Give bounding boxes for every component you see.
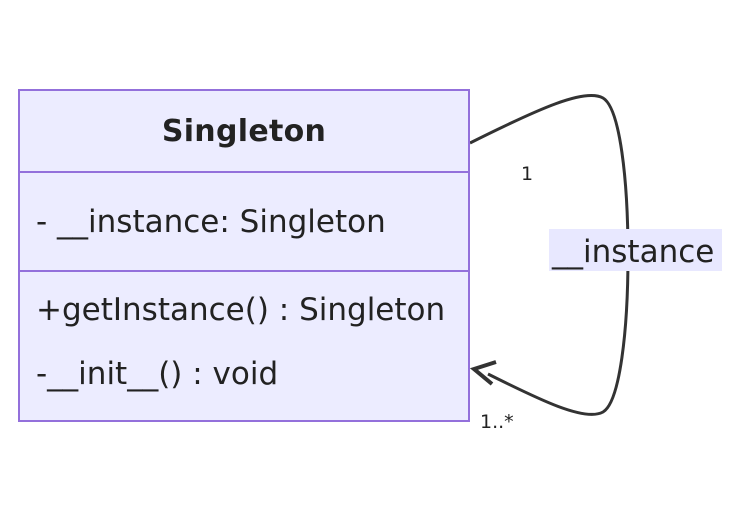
method-item: -__init__() : void [36, 356, 279, 392]
class-box-singleton[interactable]: Singleton - __instance: Singleton +getIn… [18, 89, 470, 422]
class-attributes: - __instance: Singleton [20, 173, 468, 272]
class-name: Singleton [161, 113, 327, 149]
cardinality-target: 1..* [480, 411, 514, 433]
cardinality-source: 1 [521, 163, 533, 185]
edge-label: __instance [551, 234, 714, 270]
method-item: +getInstance() : Singleton [36, 292, 446, 328]
attribute-item: - __instance: Singleton [36, 203, 386, 240]
class-header: Singleton [20, 91, 468, 173]
arrowhead-icon [469, 360, 497, 386]
class-methods: +getInstance() : Singleton -__init__() :… [20, 272, 468, 394]
edge-label-background [549, 229, 722, 271]
